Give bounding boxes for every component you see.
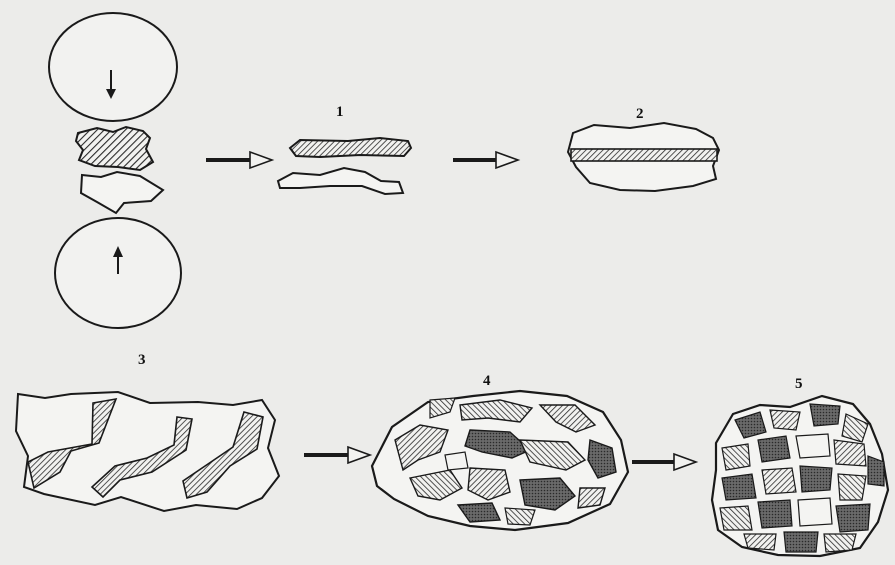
milling-ball-top <box>49 13 177 121</box>
homogenized-particle <box>712 396 888 556</box>
arrow-right-icon <box>206 152 272 168</box>
stage-label-5: 5 <box>795 376 803 392</box>
flattened-hatched-particle <box>290 138 411 157</box>
arrow-right-icon <box>453 152 518 168</box>
arrow-right-icon <box>632 454 696 470</box>
welded-hatched-layer <box>571 149 717 161</box>
plain-powder-particle <box>81 172 163 213</box>
stage-label-4: 4 <box>483 373 491 389</box>
hatched-powder-particle <box>76 127 153 170</box>
flattened-plain-particle <box>278 168 403 194</box>
arrow-right-icon <box>304 447 370 463</box>
stage-label-1: 1 <box>336 104 344 120</box>
convoluted-lamellar-particle <box>372 391 628 530</box>
stage-label-3: 3 <box>138 352 146 368</box>
stage-label-2: 2 <box>636 106 644 122</box>
